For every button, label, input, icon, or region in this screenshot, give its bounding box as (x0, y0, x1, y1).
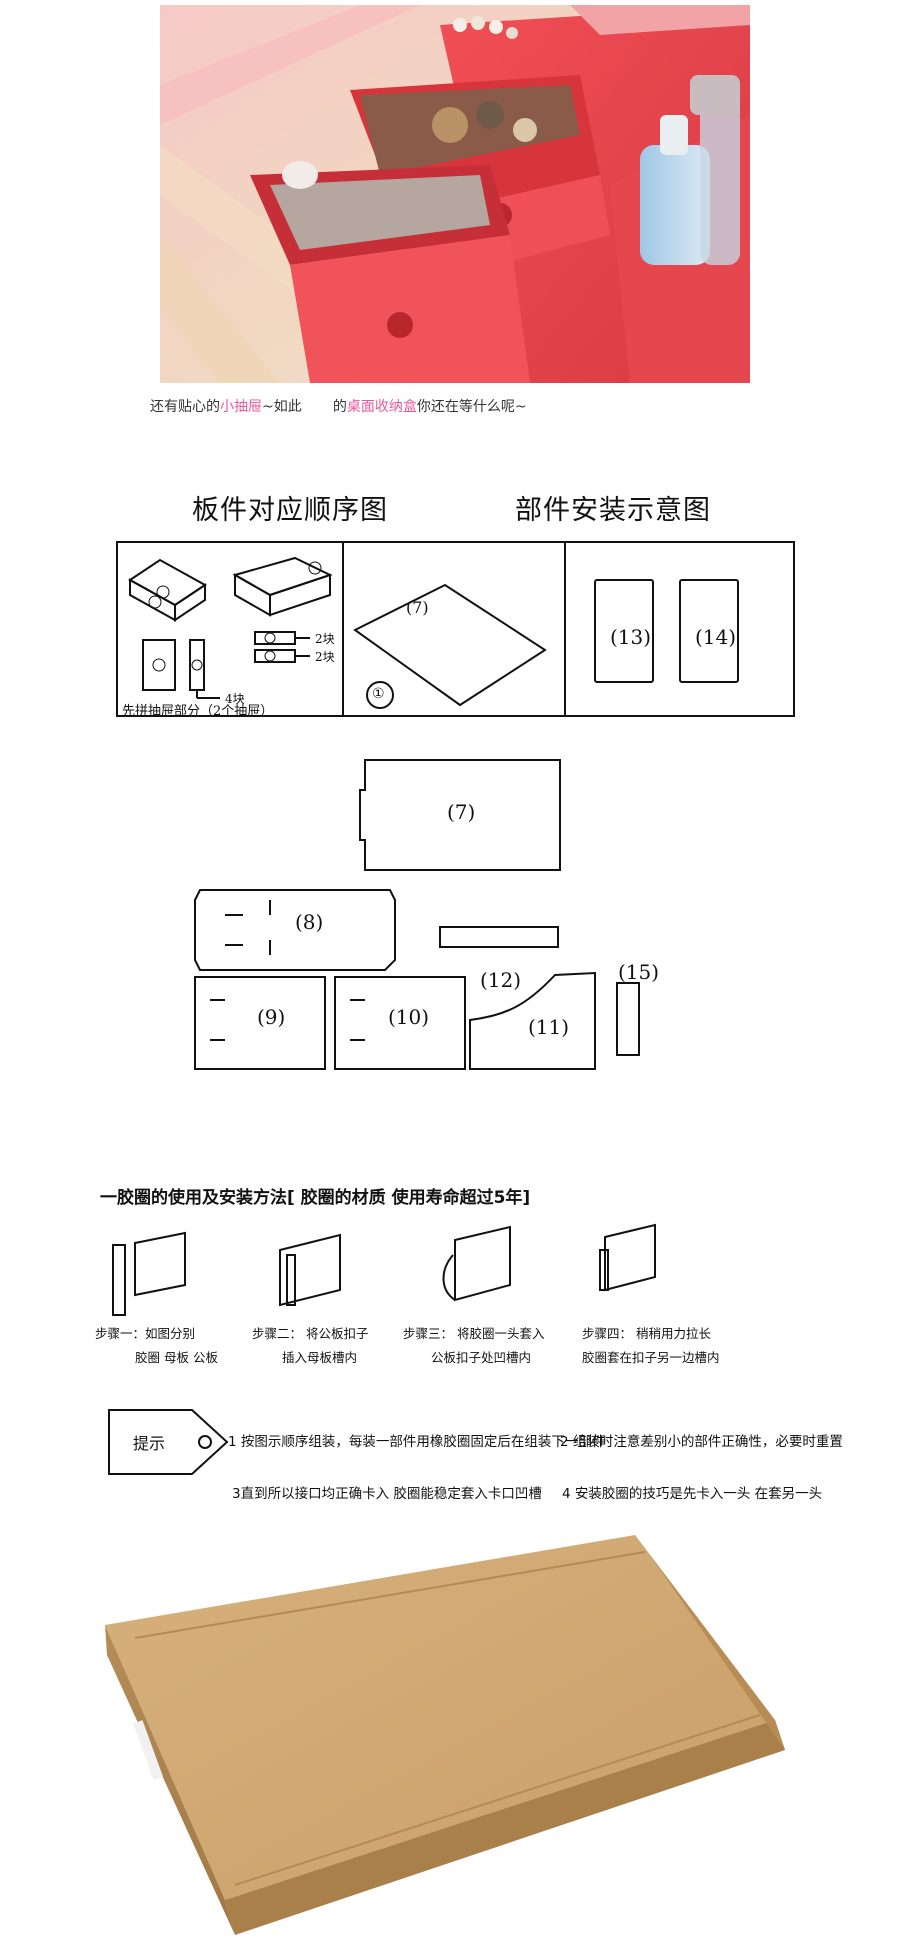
tip-tag-label: 提示 (133, 1434, 166, 1453)
step-2: 步骤二： 将公板扣子 插入母板槽内 (252, 1322, 368, 1370)
step-1-line2: 胶圈 母板 公板 (135, 1350, 218, 1365)
step-1-line1: 步骤一：如图分别 (95, 1326, 196, 1341)
step-2-line1: 步骤二： 将公板扣子 (252, 1326, 369, 1341)
heading-panel-order: 板件对应顺序图 (192, 495, 388, 526)
step-3-line1: 步骤三： 将胶圈一头套入 (403, 1326, 545, 1341)
label-p10: (10) (388, 1005, 430, 1029)
band-step-sketches (112, 1223, 656, 1316)
band-section-title: 一胶圈的使用及安装方法[ 胶圈的材质 使用寿命超过5年] (100, 1188, 531, 1208)
step-4-line1: 步骤四： 稍稍用力拉长 (582, 1326, 711, 1341)
note-2-blocks-b: 2块 (315, 650, 335, 664)
heading-assembly: 部件安装示意图 (515, 495, 711, 526)
label-p7: (7) (447, 800, 476, 824)
tip-3: 3直到所以接口均正确卡入 胶圈能稳定套入卡口凹槽 (232, 1486, 542, 1502)
box2-circle-number: ① (372, 686, 385, 702)
label-p9: (9) (257, 1005, 286, 1029)
label-p8: (8) (295, 910, 324, 934)
tip-2: 2 组装时注意差别小的部件正确性，必要时重置 (560, 1434, 843, 1450)
label-p13: (13) (610, 625, 652, 649)
assembly-panel-box (116, 541, 795, 717)
parts-diagram (194, 759, 640, 1070)
cardboard-box-photo (105, 1535, 785, 1935)
label-p15: (15) (618, 960, 660, 984)
step-1: 步骤一：如图分别 胶圈 母板 公板 (95, 1322, 218, 1370)
label-p12: (12) (480, 968, 522, 992)
tip-4: 4 安装胶圈的技巧是先卡入一头 在套另一头 (562, 1486, 823, 1502)
step-3-line2: 公板扣子处凹槽内 (431, 1350, 532, 1365)
step-2-line2: 插入母板槽内 (282, 1350, 358, 1365)
tip-tag-icon (108, 1409, 229, 1475)
step-4-line2: 胶圈套在扣子另一边槽内 (582, 1350, 720, 1365)
product-photo (160, 5, 750, 383)
box1-caption: 先拼抽屉部分（2个抽屉） (122, 704, 274, 719)
tip-1: 1 按图示顺序组装，每装一部件用橡胶圈固定后在组装下一部件 (228, 1434, 606, 1450)
label-p11: (11) (528, 1015, 570, 1039)
note-2-blocks-a: 2块 (315, 632, 335, 646)
label-p7-top: (7) (406, 598, 429, 617)
step-4: 步骤四： 稍稍用力拉长 胶圈套在扣子另一边槽内 (582, 1322, 720, 1370)
note-4-blocks: 4块 (225, 692, 245, 706)
step-3: 步骤三： 将胶圈一头套入 公板扣子处凹槽内 (403, 1322, 544, 1370)
label-p14: (14) (695, 625, 737, 649)
photo-caption: 还有贴心的小抽屉~如此 的桌面收纳盒你还在等什么呢~ (150, 399, 527, 415)
